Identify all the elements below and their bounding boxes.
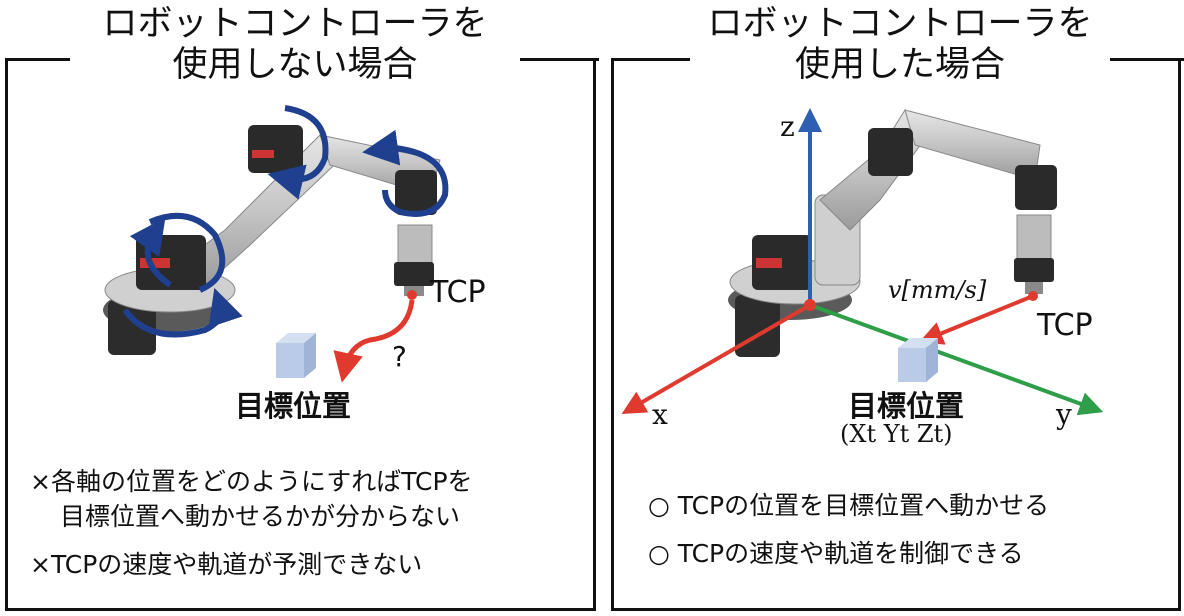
- robot-arm-left: [103, 125, 441, 355]
- note-unpredictable: ×TCPの速度や軌道が予測できない: [30, 550, 423, 579]
- panel-with-controller: [611, 58, 1184, 611]
- target-cube-right: [898, 338, 938, 382]
- tcp-point-left: [407, 290, 417, 300]
- x-axis: [621, 303, 812, 415]
- frame-top-right: [1109, 58, 1184, 61]
- frame-top-left: [614, 58, 694, 61]
- target-coordinates: (Xt Yt Zt): [840, 420, 953, 448]
- left-title: ロボットコントローラを 使用しない場合: [70, 4, 520, 86]
- target-position-label-left: 目標位置: [235, 389, 352, 423]
- y-axis: [809, 303, 1104, 416]
- tcp-label-left: TCP: [430, 275, 486, 310]
- note-joint-positions: ×各軸の位置をどのようにすればTCPを: [30, 467, 473, 496]
- robot-arm-right: [728, 109, 1057, 357]
- frame-top-right: [513, 58, 599, 61]
- origin-point: [804, 299, 816, 311]
- axis-label-x: x: [652, 398, 668, 431]
- joint-rotation-arrows: [122, 105, 449, 338]
- uncertain-path-arrow: [333, 299, 415, 383]
- right-title: ロボットコントローラを 使用した場合: [690, 4, 1110, 86]
- left-title-line1: ロボットコントローラを: [102, 4, 488, 44]
- right-title-line1: ロボットコントローラを: [707, 4, 1093, 44]
- bullet-control-speed: ○ TCPの速度や軌道を制御できる: [648, 539, 1024, 568]
- tcp-point-right: [1028, 291, 1038, 301]
- target-position-label-right: 目標位置: [848, 389, 965, 423]
- velocity-arrow: [918, 294, 1034, 345]
- velocity-label: v[mm/s]: [888, 276, 987, 304]
- axis-label-z: z: [780, 110, 795, 143]
- question-mark: ?: [392, 340, 407, 373]
- target-cube-left: [276, 333, 316, 378]
- axis-label-y: y: [1056, 398, 1072, 431]
- right-title-line2: 使用した場合: [794, 45, 1005, 85]
- panel-without-controller: [5, 58, 599, 611]
- left-title-line2: 使用しない場合: [172, 45, 418, 85]
- note-joint-positions-line2: 目標位置へ動かせるかが分からない: [60, 502, 461, 531]
- bullet-move-to-target: ○ TCPの位置を目標位置へ動かせる: [648, 491, 1050, 520]
- frame-top-left: [8, 58, 78, 61]
- tcp-label-right: TCP: [1037, 308, 1093, 343]
